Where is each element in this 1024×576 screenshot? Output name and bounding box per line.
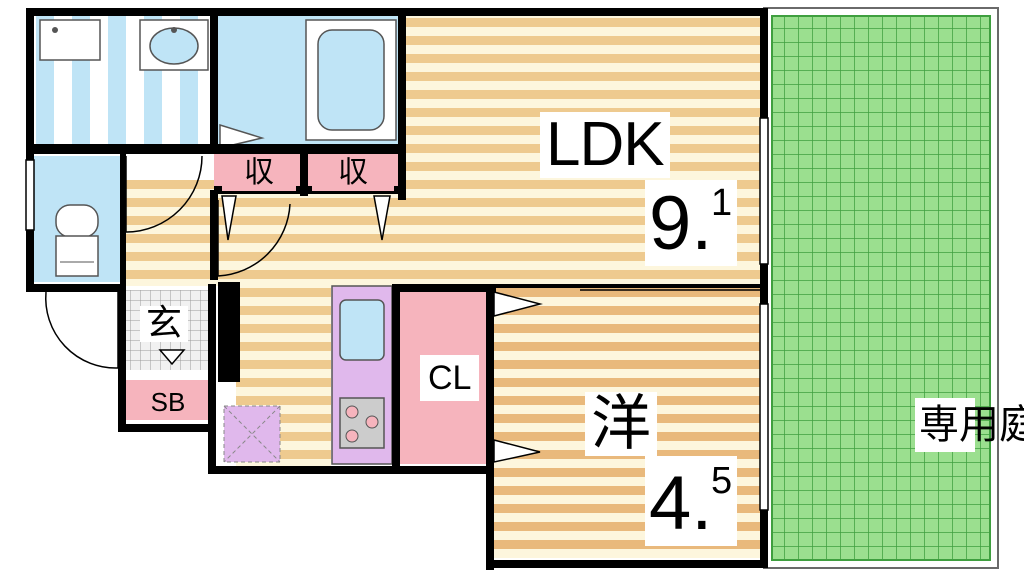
entrance-label: 玄 [140,306,189,342]
windows [25,117,769,511]
private-garden [763,7,999,569]
closet-label: CL [420,355,480,401]
washing-machine-pan [39,19,101,61]
fridge-space [223,405,281,463]
ldk-area-label: 9. 1 [645,180,737,266]
bathroom [218,14,400,149]
storage-2-label: 収 [312,155,394,191]
sink [339,299,385,361]
toilet-bowl [55,204,99,238]
ldk-area-sub: 1 [711,182,733,224]
western-room-area-label: 4. 5 [645,456,737,546]
ldk-label: LDK [540,112,670,178]
walls [26,8,768,570]
western-area-main: 4. [649,461,713,546]
ldk-area-main: 9. [649,181,713,266]
western-room-label: 洋 [585,392,657,456]
storage-1-label: 収 [222,155,296,191]
western-area-sub: 5 [711,460,733,502]
shoe-box-label: SB [128,385,208,419]
toilet-room [34,156,120,282]
private-garden-label: 専用庭 [915,398,1024,452]
doors [44,155,760,463]
washroom [34,14,212,148]
kitchen-counter [331,285,393,465]
